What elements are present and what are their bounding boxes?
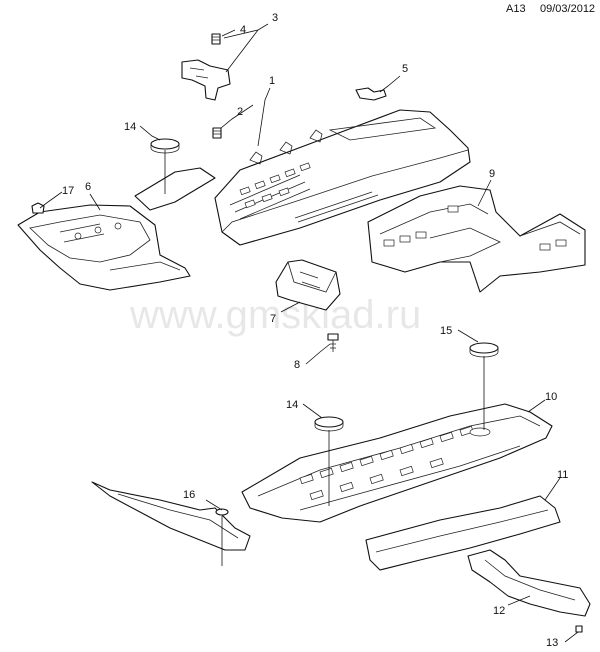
callout-10: 10 xyxy=(545,391,557,403)
plug-14-lower xyxy=(314,416,344,432)
callout-1: 1 xyxy=(269,75,275,87)
leader-lines xyxy=(39,23,579,643)
callout-14-lower: 14 xyxy=(286,399,298,411)
clip-5 xyxy=(355,87,387,101)
callout-8: 8 xyxy=(294,359,300,371)
rear-rail-11 xyxy=(365,495,561,571)
date-label: 09/03/2012 xyxy=(540,3,596,15)
clip-16 xyxy=(215,508,229,516)
plug-14-upper xyxy=(150,138,180,154)
callout-2: 2 xyxy=(237,106,243,118)
callout-16: 16 xyxy=(183,489,195,501)
callout-5: 5 xyxy=(402,63,408,75)
rear-floor-panel-10 xyxy=(241,403,553,523)
callout-7: 7 xyxy=(270,313,276,325)
rear-frame-9 xyxy=(367,185,586,293)
callout-12: 12 xyxy=(493,605,505,617)
plug-15 xyxy=(469,342,499,358)
watermark: www.gmsklad.ru xyxy=(129,293,421,337)
page-code: A13 xyxy=(506,3,526,15)
callout-15: 15 xyxy=(440,325,452,337)
left-floor-panel-6 xyxy=(17,204,191,291)
bolt-8 xyxy=(327,333,339,352)
bracket-3 xyxy=(181,59,231,101)
callout-13: 13 xyxy=(546,637,558,649)
front-floor-panel xyxy=(134,109,471,246)
callout-3: 3 xyxy=(272,12,278,24)
rear-bracket-12 xyxy=(467,549,591,617)
callout-6: 6 xyxy=(85,181,91,193)
clip-17 xyxy=(31,202,45,214)
bolt-13 xyxy=(575,625,583,633)
callout-labels: 1 2 3 4 5 6 7 8 9 10 11 12 13 14 14 15 1… xyxy=(62,12,568,649)
callout-4: 4 xyxy=(240,24,246,36)
nut-2 xyxy=(212,127,222,139)
nut-4 xyxy=(211,33,221,45)
mount-block-7 xyxy=(275,259,341,311)
callout-9: 9 xyxy=(489,168,495,180)
callout-14-upper: 14 xyxy=(124,121,136,133)
callout-11: 11 xyxy=(557,469,568,481)
left-rear-panel xyxy=(91,481,251,551)
callout-17: 17 xyxy=(62,185,74,197)
